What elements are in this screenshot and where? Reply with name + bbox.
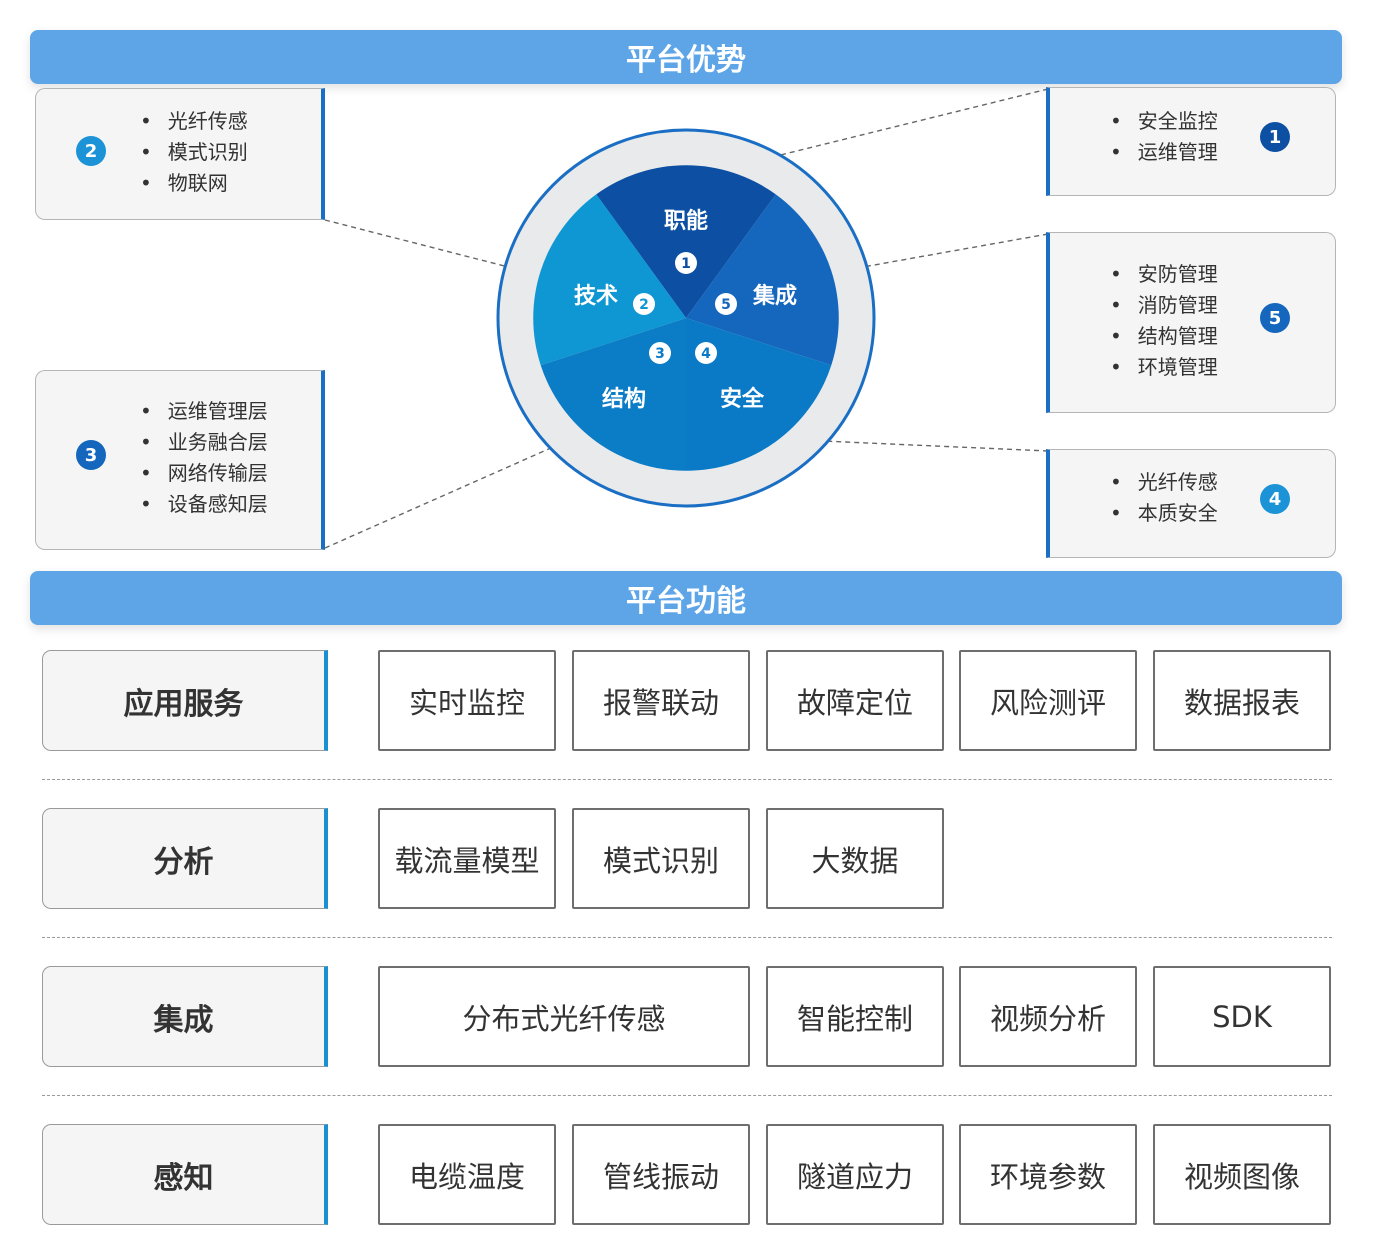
feature-item: 网络传输层	[140, 458, 268, 489]
segment-num-circle-1	[675, 252, 697, 274]
feature-item: 环境管理	[1110, 352, 1218, 383]
feature-list-1: 安全监控 运维管理	[1110, 106, 1218, 168]
function-cell: 管线振动	[572, 1124, 750, 1225]
feature-badge-4: 4	[1260, 484, 1290, 514]
feature-box-5: 5 安防管理 消防管理 结构管理 环境管理	[1046, 232, 1336, 413]
function-cell: 视频图像	[1153, 1124, 1331, 1225]
row-label-integration: 集成	[42, 966, 328, 1067]
row-divider	[42, 1095, 1332, 1096]
feature-list-4: 光纤传感 本质安全	[1110, 467, 1218, 529]
row-label-analysis: 分析	[42, 808, 328, 909]
segment-num-circle-4	[695, 342, 717, 364]
row-divider	[42, 779, 1332, 780]
feature-item: 业务融合层	[140, 427, 268, 458]
segment-num-4: 4	[701, 346, 711, 362]
function-cell: 故障定位	[766, 650, 944, 751]
feature-list-3: 运维管理层 业务融合层 网络传输层 设备感知层	[140, 396, 268, 520]
function-cell: 模式识别	[572, 808, 750, 909]
segment-num-2: 2	[639, 297, 649, 313]
feature-item: 消防管理	[1110, 290, 1218, 321]
function-cell: 视频分析	[959, 966, 1137, 1067]
segment-label-jishu: 技术	[574, 284, 618, 309]
feature-item: 本质安全	[1110, 498, 1218, 529]
segment-label-anquan: 安全	[720, 386, 765, 412]
feature-item: 运维管理层	[140, 396, 268, 427]
advantages-title: 平台优势	[626, 43, 746, 78]
function-cell: 大数据	[766, 808, 944, 909]
segment-jicheng	[686, 194, 839, 366]
segment-label-zhineng: 职能	[664, 208, 708, 234]
feature-badge-2: 2	[76, 136, 106, 166]
row-label-perception: 感知	[42, 1124, 328, 1225]
segment-label-jiegou: 结构	[602, 386, 646, 412]
function-cell: 分布式光纤传感	[378, 966, 750, 1067]
function-cell: 数据报表	[1153, 650, 1331, 751]
feature-box-4: 4 光纤传感 本质安全	[1046, 449, 1336, 558]
feature-badge-5: 5	[1260, 303, 1290, 333]
feature-item: 模式识别	[140, 137, 248, 168]
feature-list-5: 安防管理 消防管理 结构管理 环境管理	[1110, 259, 1218, 383]
connector-line-2	[324, 219, 521, 271]
segment-num-circle-3	[649, 342, 671, 364]
feature-badge-3: 3	[76, 440, 106, 470]
feature-box-3: 3 运维管理层 业务融合层 网络传输层 设备感知层	[35, 370, 325, 550]
feature-item: 光纤传感	[1110, 467, 1218, 498]
feature-item: 安全监控	[1110, 106, 1218, 137]
feature-box-1: 1 安全监控 运维管理	[1046, 87, 1336, 196]
connector-line-5	[845, 233, 1049, 271]
feature-list-2: 光纤传感 模式识别 物联网	[140, 106, 248, 199]
function-cell: 隧道应力	[766, 1124, 944, 1225]
function-cell: 载流量模型	[378, 808, 556, 909]
function-cell: SDK	[1153, 966, 1331, 1067]
functions-banner: 平台功能	[30, 571, 1342, 625]
segment-num-1: 1	[681, 256, 691, 272]
advantages-banner: 平台优势	[30, 30, 1342, 84]
connector-line-3	[324, 435, 579, 549]
feature-item: 设备感知层	[140, 489, 268, 520]
segment-anquan	[686, 318, 832, 471]
feature-item: 物联网	[140, 168, 248, 199]
feature-badge-1: 1	[1260, 122, 1290, 152]
function-cell: 环境参数	[959, 1124, 1137, 1225]
function-cell: 智能控制	[766, 966, 944, 1067]
segment-num-circle-5	[715, 293, 737, 315]
feature-item: 运维管理	[1110, 137, 1218, 168]
functions-title: 平台功能	[626, 584, 746, 619]
segment-jishu	[533, 194, 686, 366]
function-cell: 实时监控	[378, 650, 556, 751]
function-cell: 电缆温度	[378, 1124, 556, 1225]
segment-zhineng	[596, 165, 776, 318]
feature-item: 结构管理	[1110, 321, 1218, 352]
advantages-wheel: 职能 集成 安全 结构 技术 1 5 4 3 2	[324, 88, 1049, 549]
segment-label-jicheng: 集成	[752, 283, 797, 309]
function-cell: 报警联动	[572, 650, 750, 751]
segment-num-5: 5	[721, 297, 731, 313]
feature-box-2: 2 光纤传感 模式识别 物联网	[35, 88, 325, 220]
segment-num-3: 3	[655, 346, 665, 362]
function-cell: 风险测评	[959, 650, 1137, 751]
connector-line-4	[799, 439, 1049, 452]
feature-item: 光纤传感	[140, 106, 248, 137]
row-label-application: 应用服务	[42, 650, 328, 751]
feature-item: 安防管理	[1110, 259, 1218, 290]
segment-num-circle-2	[633, 293, 655, 315]
row-divider	[42, 937, 1332, 938]
connector-line-1	[739, 88, 1049, 166]
